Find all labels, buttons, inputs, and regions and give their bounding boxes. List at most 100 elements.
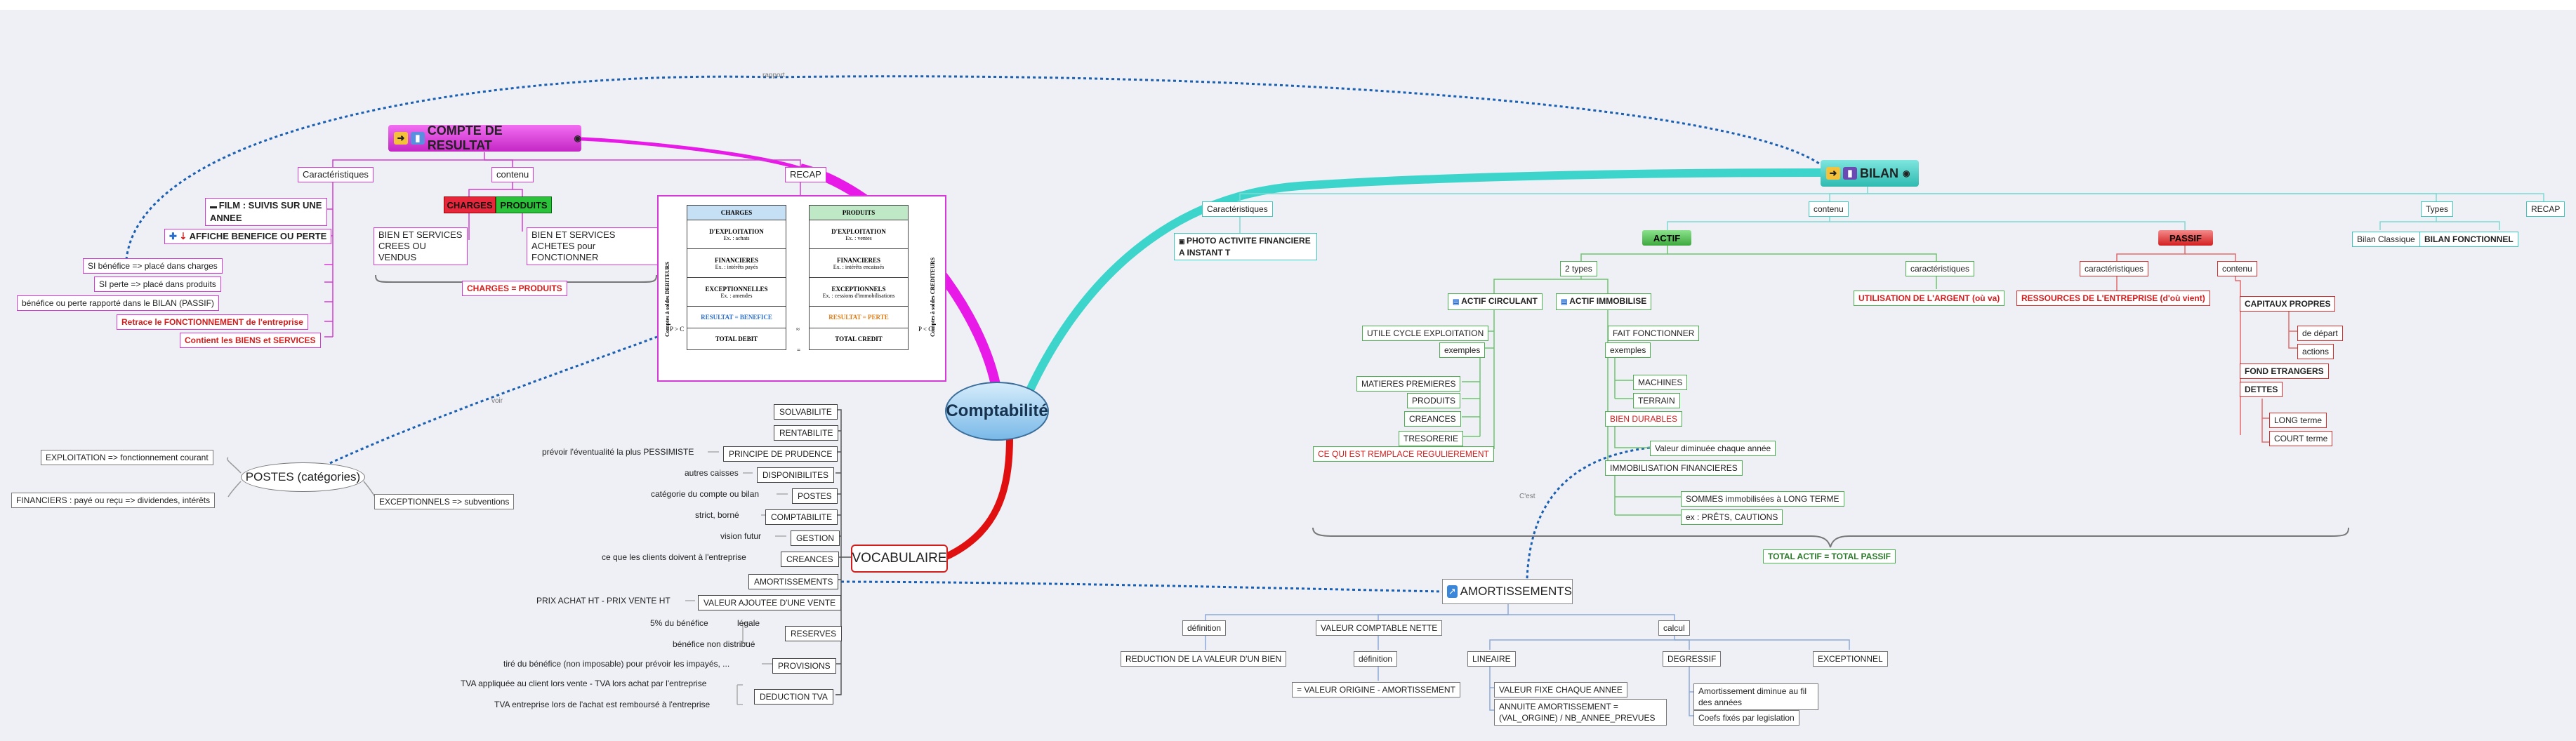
vocab-term[interactable]: COMPTABILITE	[765, 509, 838, 525]
actif-2-types[interactable]: 2 types	[1560, 261, 1597, 276]
vocab-term[interactable]: SOLVABILITE	[774, 404, 838, 420]
cr-film[interactable]: ▬ FILM : SUIVIS SUR UNE ANNEE	[205, 198, 327, 226]
cr-charges[interactable]: CHARGES	[444, 196, 496, 213]
amortissements-title: AMORTISSEMENTS	[1460, 585, 1572, 598]
central-topic[interactable]: Comptabilité	[945, 382, 1049, 441]
cr-charges-eq-produits[interactable]: CHARGES = PRODUITS	[462, 281, 567, 296]
passif-caracteristiques[interactable]: caractéristiques	[2080, 261, 2149, 276]
cr-recap[interactable]: RECAP	[785, 167, 826, 182]
bilan-types[interactable]: Types	[2421, 201, 2454, 217]
passif-contenu[interactable]: contenu	[2217, 261, 2257, 276]
cr-contient[interactable]: Contient les BIENS et SERVICES	[180, 333, 321, 348]
cr-produits[interactable]: PRODUITS	[496, 196, 552, 213]
creances-item[interactable]: CREANCES	[1404, 411, 1461, 427]
vocab-term[interactable]: DEDUCTION TVA	[754, 689, 833, 705]
biens-durables[interactable]: BIEN DURABLES	[1605, 411, 1683, 427]
bilan-classique[interactable]: Bilan Classique	[2352, 232, 2420, 247]
bilan-recap[interactable]: RECAP	[2526, 201, 2565, 217]
bilan-passif[interactable]: PASSIF	[2158, 230, 2213, 246]
machines-item[interactable]: MACHINES	[1633, 375, 1688, 390]
postes-exceptionnels[interactable]: EXCEPTIONNELS => subventions	[374, 494, 515, 509]
cr-affiche-label: AFFICHE BENEFICE OU PERTE	[189, 231, 327, 241]
vocab-term[interactable]: PROVISIONS	[772, 658, 836, 674]
bilan-actif[interactable]: ACTIF	[1642, 230, 1691, 246]
vocab-term[interactable]: CREANCES	[781, 552, 839, 567]
vocab-term[interactable]: VALEUR AJOUTEE D'UNE VENTE	[698, 595, 842, 610]
amort-reduction[interactable]: REDUCTION DE LA VALEUR D'UN BIEN	[1121, 651, 1287, 667]
cr-si-perte[interactable]: SI perte => placé dans produits	[94, 276, 221, 292]
capitaux-propres[interactable]: CAPITAUX PROPRES	[2240, 296, 2336, 312]
amort-definition[interactable]: définition	[1182, 620, 1227, 636]
actif-immobilise[interactable]: ▤ ACTIF IMMOBILISE	[1556, 293, 1652, 310]
passif-ressources[interactable]: RESSOURCES DE L'ENTREPRISE (d'où vient)	[2016, 291, 2210, 306]
terrain-item[interactable]: TERRAIN	[1633, 393, 1680, 408]
cr-caracteristiques[interactable]: Caractéristiques	[298, 167, 374, 182]
fond-etrangers[interactable]: FOND ETRANGERS	[2240, 363, 2329, 379]
prets-cautions[interactable]: ex : PRÊTS, CAUTIONS	[1681, 509, 1783, 525]
table-approx: ≈	[796, 326, 800, 333]
vocab-term[interactable]: POSTES	[792, 488, 838, 504]
exemples-circulant[interactable]: exemples	[1439, 342, 1486, 358]
actif-circulant[interactable]: ▤ ACTIF CIRCULANT	[1448, 293, 1543, 310]
amort-diminue[interactable]: Amortissement diminue au fil des années	[1693, 683, 1818, 710]
bilan-photo[interactable]: ▣ PHOTO ACTIVITE FINANCIERE A INSTANT T	[1174, 233, 1317, 260]
vocab-term[interactable]: GESTION	[791, 530, 840, 546]
bilan-fonctionnel[interactable]: BILAN FONCTIONNEL	[2419, 232, 2518, 247]
valeur-diminuee[interactable]: Valeur diminuée chaque année	[1650, 441, 1776, 456]
long-terme[interactable]: LONG terme	[2269, 413, 2327, 428]
actions-item[interactable]: actions	[2297, 344, 2334, 359]
total-actif-passif[interactable]: TOTAL ACTIF = TOTAL PASSIF	[1763, 549, 1896, 563]
vocab-term[interactable]: AMORTISSEMENTS	[748, 574, 839, 589]
bilan-caracteristiques[interactable]: Caractéristiques	[1202, 201, 1273, 217]
postes-exploitation[interactable]: EXPLOITATION => fonctionnement courant	[41, 450, 213, 465]
tresorerie-item[interactable]: TRESORERIE	[1399, 431, 1464, 446]
amort-valeur-origine[interactable]: = VALEUR ORIGINE - AMORTISSEMENT	[1292, 682, 1460, 697]
dettes[interactable]: DETTES	[2240, 382, 2283, 397]
postes-financiers[interactable]: FINANCIERS : payé ou reçu => dividendes,…	[11, 493, 216, 508]
cr-retrace[interactable]: Retrace le FONCTIONNEMENT de l'entrepris…	[117, 314, 308, 330]
bilan-contenu[interactable]: contenu	[1809, 201, 1849, 217]
topic-compte-resultat[interactable]: ➜ ▮ COMPTE DE RESULTAT ◉	[388, 124, 581, 152]
topic-bilan[interactable]: ➜ ▮ BILAN ◉	[1821, 160, 1919, 187]
sommes-long-terme[interactable]: SOMMES immobilisées à LONG TERME	[1681, 491, 1844, 507]
document-icon: ▤	[1561, 298, 1570, 306]
immo-financieres[interactable]: IMMOBILISATION FINANCIERES	[1605, 460, 1743, 476]
vocab-term[interactable]: RESERVES	[785, 626, 843, 641]
amort-calcul[interactable]: calcul	[1658, 620, 1690, 636]
table-equals: =	[797, 347, 801, 354]
utile-cycle[interactable]: UTILE CYCLE EXPLOITATION	[1362, 326, 1489, 341]
amort-exceptionnel[interactable]: EXCEPTIONNEL	[1813, 651, 1888, 667]
amort-valeur-comptable[interactable]: VALEUR COMPTABLE NETTE	[1316, 620, 1443, 636]
remplace-regulierement[interactable]: CE QUI EST REMPLACE REGULIEREMENT	[1313, 446, 1494, 462]
vocab-term[interactable]: RENTABILITE	[774, 425, 839, 441]
actif-caracteristiques[interactable]: caractéristiques	[1905, 261, 1975, 276]
amort-annuite[interactable]: ANNUITE AMORTISSEMENT = (VAL_ORGINE) / N…	[1494, 699, 1667, 726]
topic-vocabulaire[interactable]: VOCABULAIRE	[851, 545, 948, 573]
amort-valeur-fixe[interactable]: VALEUR FIXE CHAQUE ANNEE	[1494, 682, 1627, 697]
court-terme[interactable]: COURT terme	[2269, 431, 2333, 446]
matieres-premieres[interactable]: MATIERES PREMIERES	[1356, 376, 1461, 392]
amort-lineaire[interactable]: LINEAIRE	[1467, 651, 1516, 667]
vocab-term[interactable]: PRINCIPE DE PRUDENCE	[723, 446, 838, 462]
compte-resultat-table-image: Comptes à soldes DEBITEURS Comptes à sol…	[657, 195, 946, 382]
amort-definition-2[interactable]: définition	[1354, 651, 1398, 667]
actif-utilisation[interactable]: UTILISATION DE L'ARGENT (où va)	[1854, 291, 2005, 306]
produits-item[interactable]: PRODUITS	[1407, 393, 1461, 408]
cr-contenu[interactable]: contenu	[491, 167, 534, 182]
document-icon: ▤	[1453, 298, 1462, 306]
amort-coefs[interactable]: Coefs fixés par legislation	[1693, 710, 1799, 726]
exemples-immobilise[interactable]: exemples	[1605, 342, 1651, 358]
topic-postes[interactable]: POSTES (catégories)	[241, 462, 365, 492]
cr-affiche[interactable]: ✚ ⇣ AFFICHE BENEFICE OU PERTE	[164, 229, 332, 244]
de-depart[interactable]: de départ	[2297, 326, 2343, 341]
amort-degressif[interactable]: DEGRESSIF	[1663, 651, 1722, 667]
cr-biens-crees[interactable]: BIEN ET SERVICES CREES OU VENDUS	[374, 227, 468, 265]
fait-fonctionner[interactable]: FAIT FONCTIONNER	[1608, 326, 1700, 341]
cr-biens-achetes[interactable]: BIEN ET SERVICES ACHETES pour FONCTIONNE…	[527, 227, 661, 265]
topic-amortissements[interactable]: ↗ AMORTISSEMENTS	[1442, 579, 1573, 604]
cr-benefice-rapporte[interactable]: bénéfice ou perte rapporté dans le BILAN…	[17, 295, 219, 311]
cr-si-benefice[interactable]: SI bénéfice => placé dans charges	[83, 258, 223, 274]
vocab-term[interactable]: DISPONIBILITES	[757, 467, 835, 483]
